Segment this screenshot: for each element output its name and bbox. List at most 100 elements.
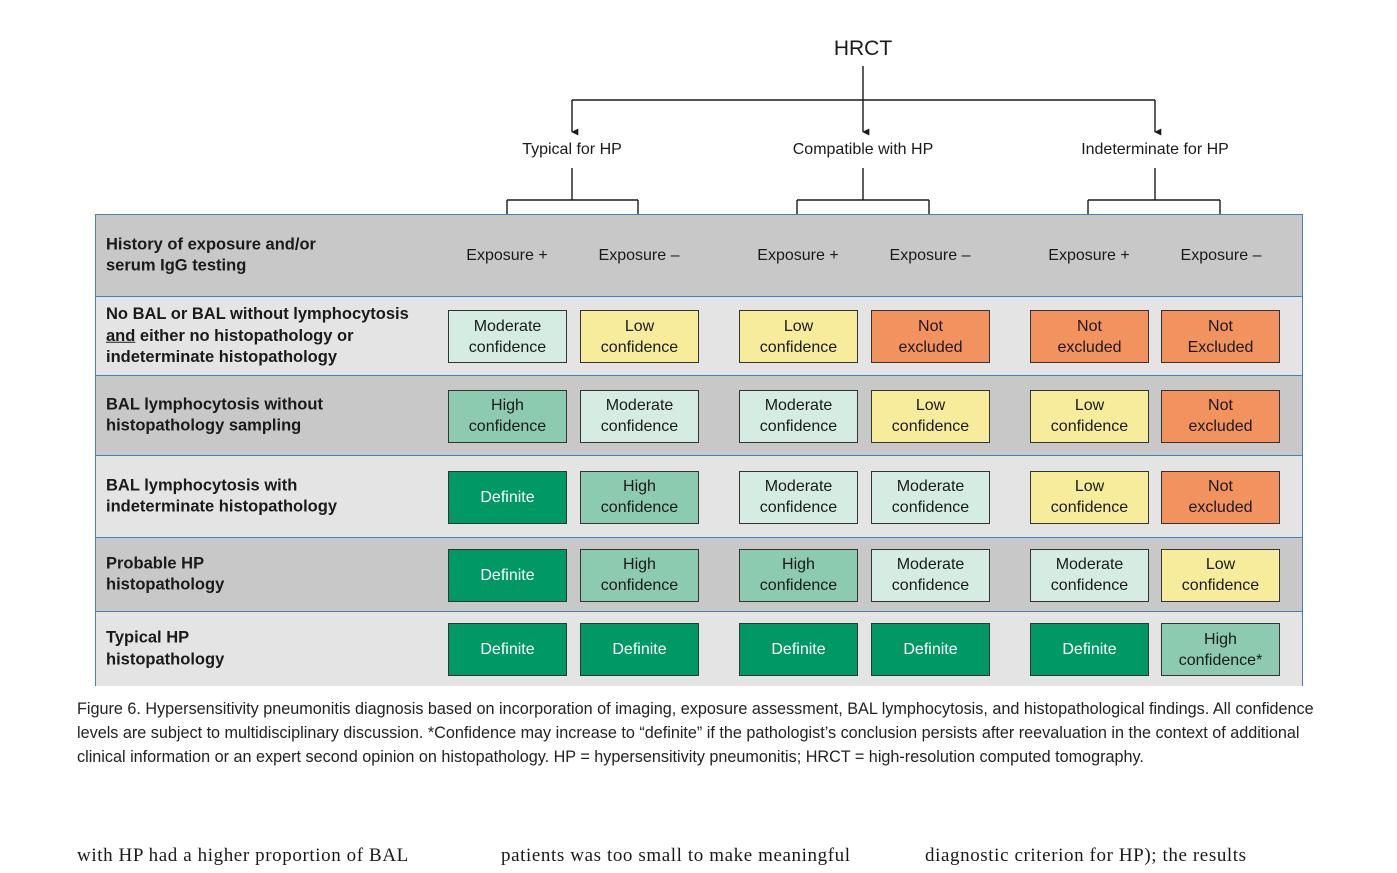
row-label-line: Typical HP <box>106 628 190 647</box>
confidence-cell-text: confidence <box>1050 418 1129 435</box>
body-text-col-1: with HP had a higher proportion of BAL <box>77 845 409 866</box>
row-label: No BAL or BAL without lymphocytosis and e… <box>106 304 409 369</box>
table-row: No BAL or BAL without lymphocytosis and e… <box>96 296 1302 375</box>
confidence-cell-text: Moderate <box>605 397 674 414</box>
row-label-line: BAL lymphocytosis with <box>106 476 298 494</box>
confidence-cell-text: confidence <box>891 577 970 594</box>
confidence-cell-text: confidence <box>1181 577 1260 594</box>
confidence-cell-text: Definite <box>771 641 826 658</box>
confidence-cell-text: Definite <box>1062 641 1117 658</box>
exposure-pos-indeterminate: Exposure + <box>1048 246 1130 264</box>
confidence-cell: Moderate confidence <box>1030 548 1149 602</box>
figure-caption-label: Figure 6. <box>77 700 141 718</box>
row-label-line: BAL lymphocytosis without <box>106 395 323 413</box>
confidence-cell-text: confidence <box>891 418 970 435</box>
exposure-neg-indeterminate: Exposure – <box>1180 246 1262 264</box>
branch-typical-label: Typical for HP <box>522 141 622 158</box>
confidence-cell-text: Moderate <box>764 397 833 414</box>
confidence-cell-text: confidence <box>759 338 838 356</box>
confidence-cell-text: confidence* <box>1178 651 1263 669</box>
confidence-cell-text: confidence <box>600 499 679 516</box>
confidence-cell-text: High <box>1204 630 1237 648</box>
confidence-cell-text: Moderate <box>1055 556 1124 573</box>
confidence-table: History of exposure and/or serum IgG tes… <box>95 214 1303 686</box>
confidence-cell-text: Low <box>783 317 814 335</box>
confidence-cell-text: Moderate <box>473 317 542 335</box>
confidence-cell-text: High <box>623 556 656 573</box>
confidence-cell-text: confidence <box>759 418 838 435</box>
exposure-pos-typical: Exposure + <box>466 246 548 264</box>
row-label-line: histopathology <box>106 650 225 668</box>
confidence-cell-text: confidence <box>891 499 970 516</box>
row-label-line: and either no histopathology or <box>106 326 354 345</box>
confidence-cell-text: Low <box>624 317 655 335</box>
confidence-cell: Definite <box>448 623 567 676</box>
confidence-cell: Low confidence <box>871 389 990 443</box>
confidence-cell-text: High <box>782 556 815 573</box>
row-label: Probable HP histopathology <box>106 553 224 596</box>
confidence-cell: High confidence <box>448 389 567 443</box>
row-label-line: histopathology <box>106 575 225 594</box>
confidence-cell: Definite <box>580 623 699 676</box>
row-label: Typical HP histopathology <box>106 628 224 671</box>
header-row-label-line: History of exposure and/or <box>106 235 316 253</box>
confidence-cell-text: Not <box>1077 317 1102 335</box>
row-label: BAL lymphocytosis without histopathology … <box>106 394 323 437</box>
confidence-cell: Definite <box>448 470 567 524</box>
hrct-decision-tree-connectors <box>506 66 1221 214</box>
hrct-root-label: HRCT <box>833 37 893 60</box>
confidence-cell-text: High <box>491 397 524 414</box>
branch-compatible-label: Compatible with HP <box>792 141 934 158</box>
confidence-cell-text: confidence <box>759 499 838 516</box>
row-label-line: histopathology sampling <box>106 416 302 435</box>
header-row-label-line: serum IgG testing <box>106 256 247 275</box>
confidence-cell-text: Not <box>1208 478 1233 495</box>
confidence-cell-text: Not <box>1208 317 1233 335</box>
confidence-cell-text: confidence <box>468 418 547 435</box>
row-label-line: No BAL or BAL without lymphocytosis <box>106 304 409 323</box>
row-label-line: Probable HP <box>106 554 205 572</box>
body-text-col-2: patients was too small to make meaningfu… <box>501 845 851 866</box>
confidence-cell-text: confidence <box>1050 577 1129 594</box>
confidence-cell-text: Definite <box>480 641 535 658</box>
body-text-col-3: diagnostic criterion for HP); the result… <box>925 845 1247 866</box>
confidence-cell-text: Low <box>915 397 946 414</box>
confidence-cell: Definite <box>448 548 567 602</box>
row-label: BAL lymphocytosis with indeterminate hist… <box>106 475 337 518</box>
confidence-cell: Moderate confidence <box>739 389 858 443</box>
confidence-cell-text: excluded <box>1057 338 1122 356</box>
figure-caption: Figure 6. Hypersensitivity pneumonitis d… <box>77 697 1327 769</box>
figure-caption-text: Hypersensitivity pneumonitis diagnosis b… <box>77 700 1314 766</box>
header-row-label: History of exposure and/or serum IgG tes… <box>106 234 316 277</box>
confidence-cell-text: Definite <box>480 488 535 506</box>
confidence-cell: Definite <box>1030 623 1149 676</box>
row-label-line: indeterminate histopathology <box>106 497 338 516</box>
header-row: History of exposure and/or serum IgG tes… <box>96 215 1302 296</box>
confidence-cell-text: confidence <box>468 338 547 356</box>
exposure-neg-compatible: Exposure – <box>889 246 971 264</box>
confidence-cell-text: confidence <box>600 418 679 435</box>
confidence-cell-text: excluded <box>1188 418 1253 435</box>
branch-indeterminate-label: Indeterminate for HP <box>1081 141 1229 158</box>
confidence-cell-text: High <box>623 478 656 495</box>
confidence-cell: High confidence* <box>1161 623 1280 676</box>
confidence-cell-text: Low <box>1205 556 1236 573</box>
confidence-cell: Moderate confidence <box>871 470 990 524</box>
confidence-cell-text: Not <box>918 317 943 335</box>
exposure-pos-compatible: Exposure + <box>757 246 839 264</box>
table-row: Typical HP histopathology Definite Definite… <box>96 611 1302 686</box>
confidence-cell-text: Definite <box>903 641 958 658</box>
confidence-cell-text: Moderate <box>896 478 965 495</box>
confidence-cell-text: Low <box>1074 478 1105 495</box>
exposure-neg-typical: Exposure – <box>598 246 680 264</box>
confidence-cell-text: Excluded <box>1187 338 1254 356</box>
